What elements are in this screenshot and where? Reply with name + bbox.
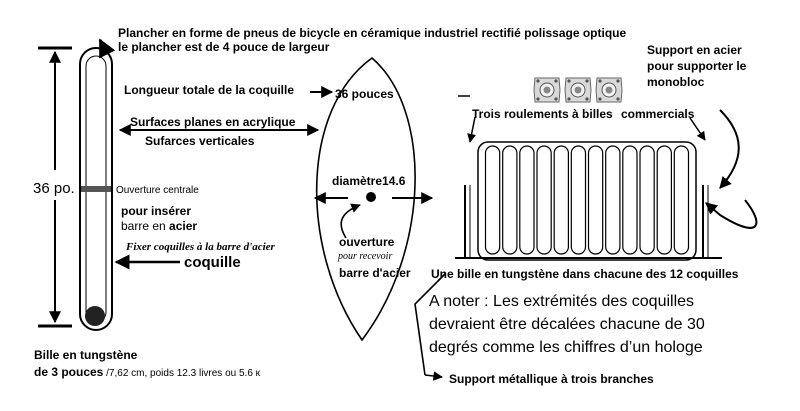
shell-capsule: [553, 145, 570, 255]
ball-bearings: [533, 77, 623, 103]
fix-shells-label: Fixer coquilles à la barre d'acier: [126, 241, 275, 253]
ball-bearing: [533, 77, 561, 103]
side-view-tube: [79, 47, 113, 331]
height-dimension: [38, 46, 72, 328]
shell-length-label: Longueur totale de la coquille: [124, 83, 295, 97]
diameter-label: diamètre14.6: [332, 174, 406, 188]
shell-length-value: 36 pouces: [335, 87, 394, 101]
ball-label-2: de 3 pouces /7,62 cm, poids 12.3 livres …: [34, 365, 261, 379]
height-label: 36 po.: [33, 180, 75, 197]
ball-label-1: Bille en tungstène: [34, 348, 138, 362]
ball-bearing: [564, 77, 592, 103]
note-line2: devraient être décalées chacune de 30: [429, 316, 705, 333]
shell-capsule: [484, 145, 501, 255]
floor-label-line2: le plancher est de 4 pouce de largeur: [118, 40, 330, 54]
shell-capsule: [673, 145, 690, 255]
bearings-label-2: commercials: [621, 107, 695, 121]
shell-capsule: [570, 145, 587, 255]
shell-capsule: [502, 145, 518, 255]
vertical-surfaces-label: Sufarces verticales: [145, 134, 255, 148]
tripod-label: Support métallique à trois branches: [449, 372, 654, 386]
support-label-3: monobloc: [647, 75, 705, 89]
insert-label-1: pour insérer: [121, 204, 192, 218]
flat-surfaces-label: Surfaces planes en acrylique: [130, 115, 296, 129]
floor-label-line1: Plancher en forme de pneus de bicycle en…: [118, 26, 627, 40]
shell-capsule: [536, 145, 552, 255]
ball-bearing: [595, 77, 623, 103]
bearings-label: Trois roulements à billes: [472, 107, 613, 121]
note-line1: A noter : Les extrémités des coquilles: [429, 293, 695, 310]
pointer-arrows: [98, 38, 758, 381]
to-receive-label: pour recevoir: [338, 251, 393, 262]
shell-capsule: [605, 145, 621, 255]
opening-label: ouverture: [339, 235, 395, 249]
shell-label: coquille: [184, 254, 241, 271]
tungsten-ball-shape: [85, 306, 105, 326]
shell-capsule: [656, 145, 673, 255]
monobloc-assembly: [455, 141, 722, 261]
shell-capsule: [519, 145, 535, 255]
shell-capsule: [639, 145, 655, 255]
note-line3: degrés comme les chiffres d’un hologe: [429, 339, 703, 356]
steel-bar-label: barre d'acier: [339, 266, 411, 280]
shell-capsule: [622, 145, 638, 255]
bar-opening-dot: [366, 192, 376, 202]
support-label-1: Support en acier: [647, 43, 742, 57]
ball-each-shell-label: Une bille en tungstène dans chacune des …: [431, 267, 739, 281]
support-label-2: pour supporter le: [647, 59, 747, 73]
shell-front-view: [315, 56, 416, 342]
shell-capsule: [587, 145, 604, 255]
shell-row: [484, 145, 690, 255]
insert-label-2: barre en acier: [121, 219, 198, 233]
central-opening-label: Ouverture centrale: [116, 185, 199, 196]
